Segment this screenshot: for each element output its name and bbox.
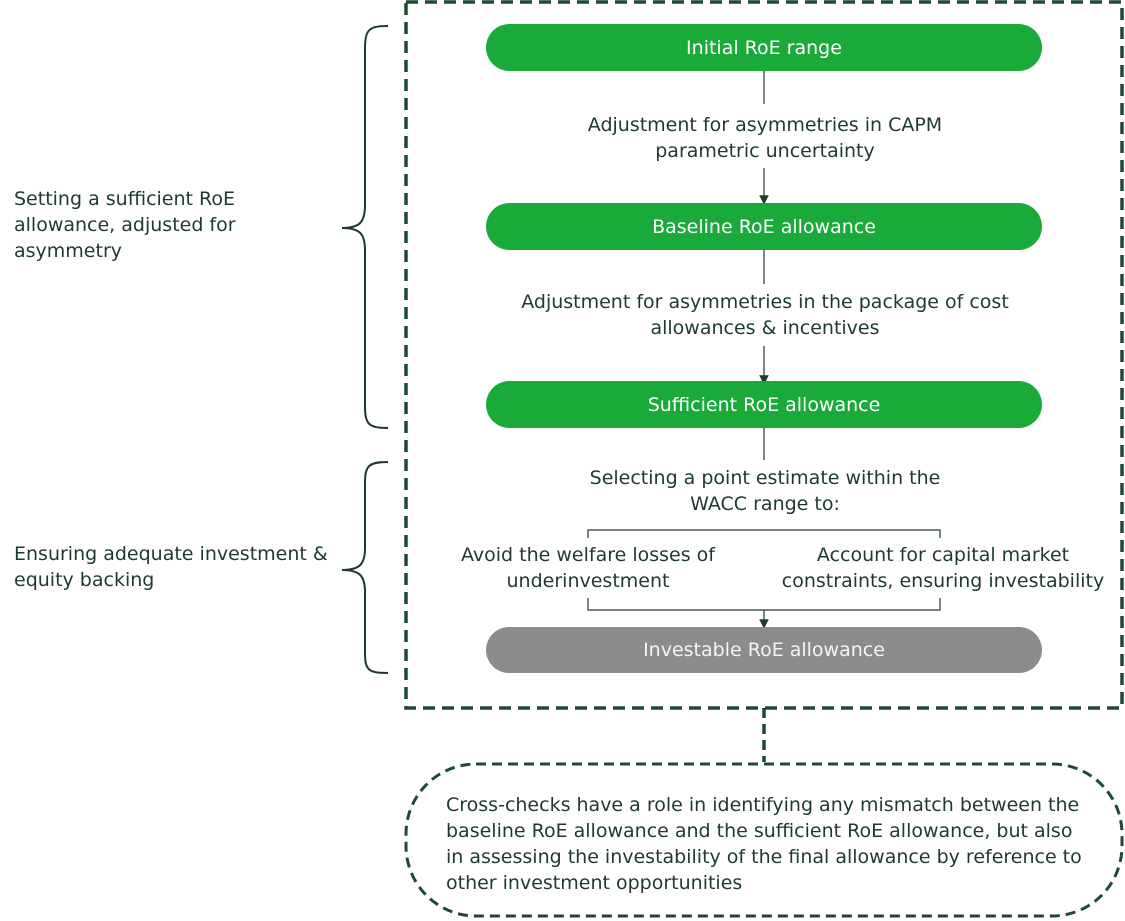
step-capm-adjustment: Adjustment for asymmetries in CAPM param… [587, 114, 943, 162]
node-baseline-roe-allowance: Baseline RoE allowance [486, 203, 1042, 250]
step-point-estimate: Selecting a point estimate within the WA… [589, 467, 941, 515]
node-investable-roe-allowance: Investable RoE allowance [486, 627, 1042, 673]
step-package-adjustment: Adjustment for asymmetries in the packag… [521, 291, 1009, 339]
cross-check-box [404, 762, 1124, 918]
node-initial-roe-range: Initial RoE range [486, 24, 1042, 71]
cross-check-text: Cross-checks have a role in identifying … [446, 794, 1082, 894]
brace-bottom [341, 461, 389, 674]
option-capital-constraints: Account for capital market constraints, … [781, 544, 1105, 592]
bracket-label-top: Setting a sufficient RoE allowance, adju… [14, 188, 236, 262]
dashed-frame [404, 0, 1124, 710]
node-sufficient-roe-allowance: Sufficient RoE allowance [486, 381, 1042, 428]
option-welfare-losses: Avoid the welfare losses of underinvestm… [461, 544, 715, 592]
bracket-label-bottom: Ensuring adequate investment & equity ba… [14, 543, 328, 591]
brace-top [341, 25, 389, 429]
